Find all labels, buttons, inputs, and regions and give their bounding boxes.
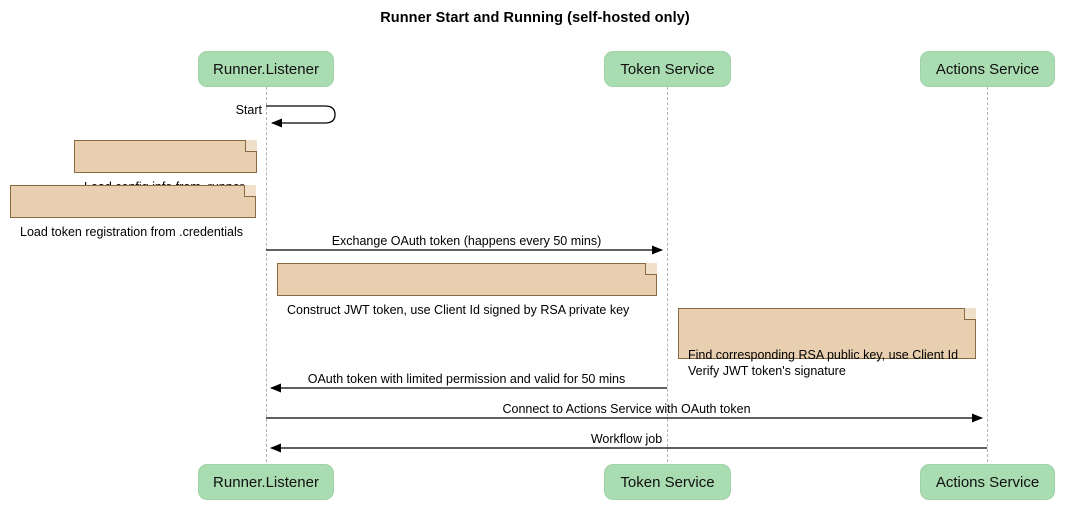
note-load-token-registration-text: Load token registration from .credential… [20, 225, 244, 239]
participant-header-token[interactable]: Token Service [604, 51, 731, 87]
message-label-connect-actions-service: Connect to Actions Service with OAuth to… [502, 402, 751, 416]
note-fold-icon [964, 308, 976, 320]
note-verify-jwt-text: Find corresponding RSA public key, use C… [688, 348, 959, 378]
participant-footer-actions-label: Actions Service [935, 473, 1040, 491]
message-label-oauth-token-reply: OAuth token with limited permission and … [307, 372, 626, 386]
message-label-start: Start [235, 103, 262, 117]
message-label-workflow-job: Workflow job [590, 432, 663, 446]
note-load-config: Load config info from .runner [74, 140, 257, 194]
note-load-token-registration: Load token registration from .credential… [10, 185, 256, 239]
lifeline-token [667, 87, 668, 462]
note-fold-icon [645, 263, 657, 275]
participant-header-runner[interactable]: Runner.Listener [198, 51, 334, 87]
participant-footer-token-label: Token Service [620, 473, 715, 491]
participant-header-token-label: Token Service [620, 60, 715, 78]
participant-header-actions-label: Actions Service [935, 60, 1040, 78]
participant-footer-actions[interactable]: Actions Service [920, 464, 1055, 500]
participant-footer-runner[interactable]: Runner.Listener [198, 464, 334, 500]
note-verify-jwt: Find corresponding RSA public key, use C… [678, 308, 976, 378]
note-construct-jwt: Construct JWT token, use Client Id signe… [277, 263, 657, 317]
note-fold-icon [244, 185, 256, 197]
lifeline-actions [987, 87, 988, 462]
participant-footer-token[interactable]: Token Service [604, 464, 731, 500]
participant-header-runner-label: Runner.Listener [213, 60, 319, 78]
note-construct-jwt-text: Construct JWT token, use Client Id signe… [287, 303, 630, 317]
arrow-start-selfloop [266, 105, 336, 128]
note-fold-icon [245, 140, 257, 152]
participant-header-actions[interactable]: Actions Service [920, 51, 1055, 87]
participant-footer-runner-label: Runner.Listener [213, 473, 319, 491]
lifeline-runner [266, 87, 267, 462]
diagram-title: Runner Start and Running (self-hosted on… [380, 10, 690, 26]
message-label-exchange-oauth-token: Exchange OAuth token (happens every 50 m… [331, 234, 602, 248]
